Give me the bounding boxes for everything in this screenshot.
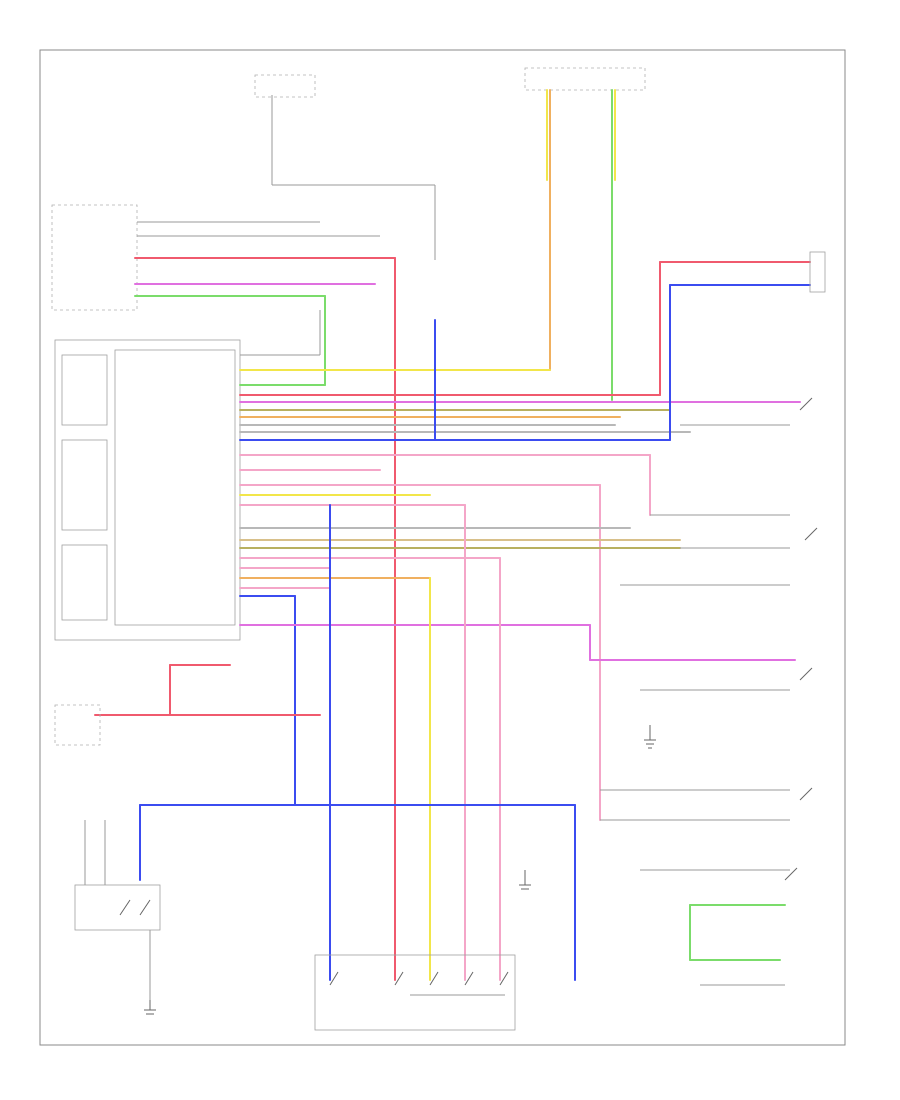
diagram-frame [39, 49, 846, 1046]
power-feed-right [524, 67, 646, 401]
body-control-module [54, 339, 241, 641]
ground-symbol [144, 725, 656, 1015]
switch-symbols [784, 397, 818, 881]
junction-box [51, 204, 380, 311]
harness-horizontal [134, 257, 811, 981]
vertical-drops [139, 504, 576, 981]
lower-left-harness [54, 664, 321, 746]
switch-cluster [314, 954, 516, 1031]
power-feed-left [254, 74, 436, 260]
right-branches [600, 251, 826, 986]
power-relay [74, 820, 161, 1000]
